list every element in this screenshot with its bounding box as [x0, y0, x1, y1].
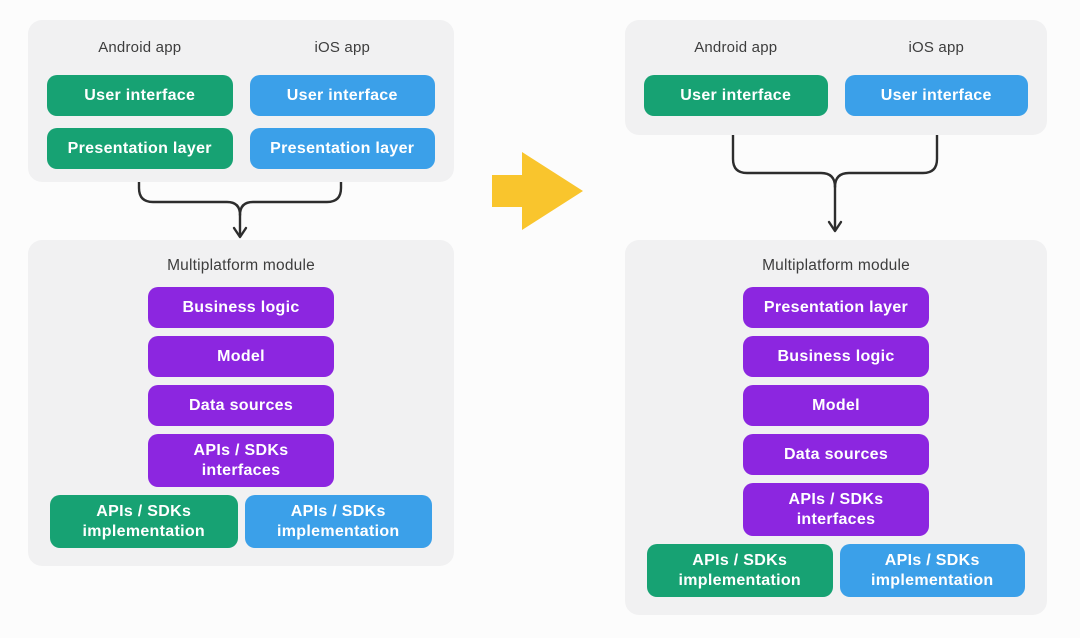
after-module-panel: Multiplatform module Presentation layer …: [625, 240, 1047, 615]
before-module-title: Multiplatform module: [167, 257, 315, 274]
apis-sdks-interfaces-block: APIs / SDKs interfaces: [148, 434, 334, 487]
after-ios-column: iOS app User interface: [844, 38, 1028, 116]
business-logic-block: Business logic: [148, 287, 334, 328]
android-app-label: Android app: [694, 39, 778, 56]
ios-user-interface-block: User interface: [844, 75, 1028, 116]
ios-presentation-layer-block: Presentation layer: [249, 128, 435, 169]
data-sources-block: Data sources: [743, 434, 929, 475]
before-implementation-row: APIs / SDKs implementation APIs / SDKs i…: [50, 495, 432, 548]
before-merge-connector-icon: [137, 182, 343, 239]
ios-app-label: iOS app: [314, 39, 371, 56]
model-block: Model: [148, 336, 334, 377]
before-apps-panel: Android app User interface Presentation …: [28, 20, 454, 182]
after-module-title: Multiplatform module: [762, 257, 910, 274]
after-shared-stack: Presentation layer Business logic Model …: [743, 287, 929, 536]
presentation-layer-block: Presentation layer: [743, 287, 929, 328]
android-apis-sdks-implementation-block: APIs / SDKs implementation: [50, 495, 238, 548]
after-merge-connector-icon: [731, 135, 939, 233]
before-android-column: Android app User interface Presentation …: [47, 38, 233, 169]
android-user-interface-block: User interface: [47, 75, 233, 116]
android-user-interface-block: User interface: [644, 75, 828, 116]
android-presentation-layer-block: Presentation layer: [47, 128, 233, 169]
before-ios-column: iOS app User interface Presentation laye…: [249, 38, 435, 169]
after-implementation-row: APIs / SDKs implementation APIs / SDKs i…: [647, 544, 1025, 597]
transition-right-arrow-icon: [492, 152, 583, 230]
android-apis-sdks-implementation-block: APIs / SDKs implementation: [647, 544, 833, 597]
after-apps-panel: Android app User interface iOS app User …: [625, 20, 1047, 135]
model-block: Model: [743, 385, 929, 426]
ios-user-interface-block: User interface: [249, 75, 435, 116]
android-app-label: Android app: [98, 39, 182, 56]
before-shared-stack: Business logic Model Data sources APIs /…: [148, 287, 334, 487]
ios-app-label: iOS app: [908, 39, 965, 56]
business-logic-block: Business logic: [743, 336, 929, 377]
apis-sdks-interfaces-block: APIs / SDKs interfaces: [743, 483, 929, 536]
after-android-column: Android app User interface: [644, 38, 828, 116]
ios-apis-sdks-implementation-block: APIs / SDKs implementation: [244, 495, 432, 548]
data-sources-block: Data sources: [148, 385, 334, 426]
ios-apis-sdks-implementation-block: APIs / SDKs implementation: [839, 544, 1025, 597]
before-module-panel: Multiplatform module Business logic Mode…: [28, 240, 454, 566]
